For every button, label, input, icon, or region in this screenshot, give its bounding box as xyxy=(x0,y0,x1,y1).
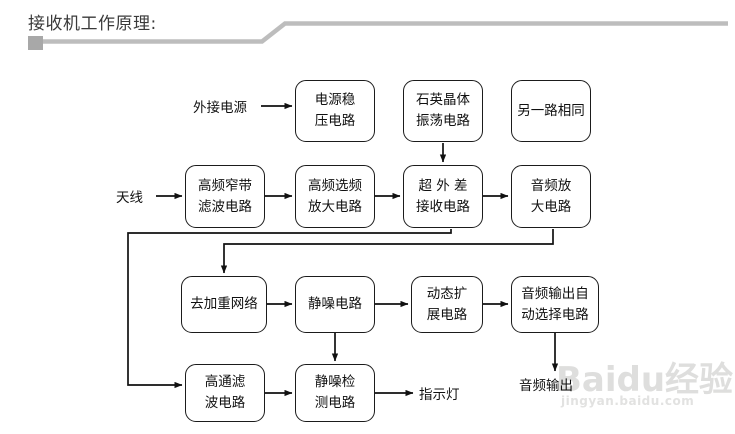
header-banner-shape xyxy=(28,21,728,50)
node-squelch-detector[interactable]: 静噪检 测电路 xyxy=(295,364,375,422)
label-indicator-lamp: 指示灯 xyxy=(419,387,460,403)
node-audio-amplifier[interactable]: 音频放 大电路 xyxy=(511,165,591,228)
header-banner: 接收机工作原理: xyxy=(0,0,735,60)
edge-superhet-to-hp-filter xyxy=(127,229,452,389)
node-crystal-oscillator[interactable]: 石英晶体 振荡电路 xyxy=(403,80,483,142)
node-de-emphasis-network[interactable]: 去加重网络 xyxy=(181,276,267,333)
node-voltage-regulator[interactable]: 电源稳 压电路 xyxy=(295,80,375,142)
label-antenna: 天线 xyxy=(116,190,143,206)
node-squelch-circuit[interactable]: 静噪电路 xyxy=(295,276,375,333)
page-title: 接收机工作原理: xyxy=(28,14,157,34)
node-audio-output-auto-select[interactable]: 音频输出自 动选择电路 xyxy=(511,276,599,333)
node-superheterodyne-receiver[interactable]: 超 外 差 接收电路 xyxy=(403,165,483,228)
node-dynamic-expander[interactable]: 动态扩 展电路 xyxy=(411,276,483,333)
node-other-path-same[interactable]: 另一路相同 xyxy=(511,80,591,142)
node-highpass-filter[interactable]: 高通滤 波电路 xyxy=(185,364,265,422)
label-external-power: 外接电源 xyxy=(193,100,247,116)
node-rf-narrowband-filter[interactable]: 高频窄带 滤波电路 xyxy=(185,165,265,228)
edge-audio-amp-to-de-emphasis xyxy=(220,229,554,274)
label-audio-output: 音频输出 xyxy=(519,378,573,394)
node-rf-selective-amplifier[interactable]: 高频选频 放大电路 xyxy=(295,165,375,228)
